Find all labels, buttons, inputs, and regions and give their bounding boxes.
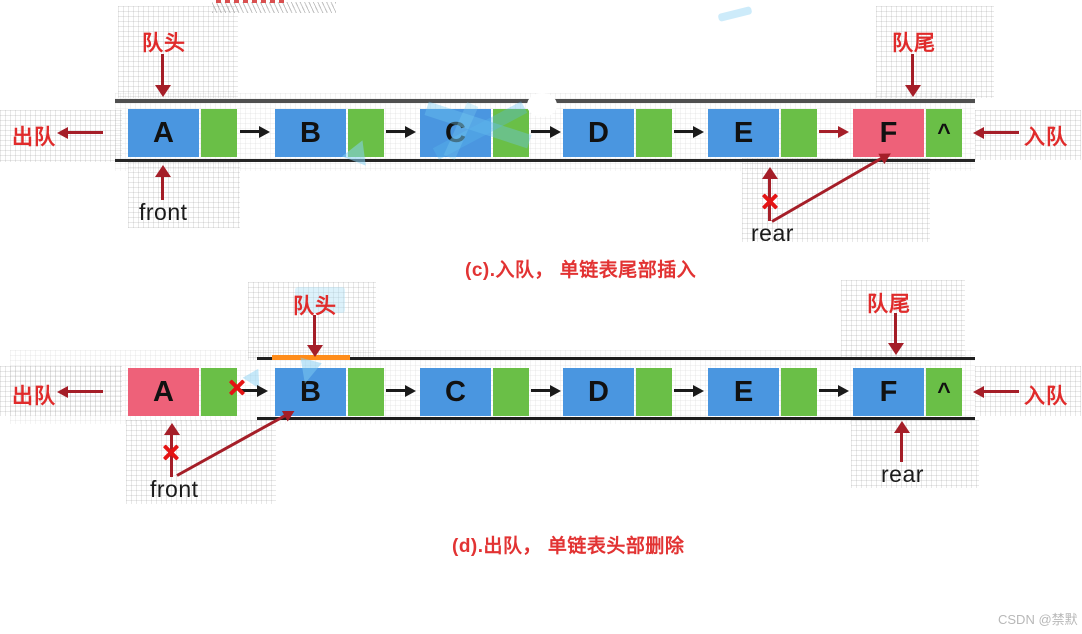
grid-texture [118,6,238,98]
enqueue-arrow [983,131,1019,134]
new-link-arrow-e-f [819,130,839,133]
grid-texture [975,110,1081,160]
node-e: E [708,109,817,157]
link-arrow-b-c [386,389,406,392]
node-d: D [563,109,672,157]
node-value-cell: B [275,368,346,416]
clipped-caption-remnant [212,2,336,13]
link-arrow-d-e [674,130,694,133]
rear-pointer-arrow [900,432,903,462]
highlight-orange-line [272,355,350,360]
rear-label: rear [881,461,924,487]
enqueue-label: 入队 [1024,385,1068,408]
dequeue-label: 出队 [12,385,56,408]
node-pointer-cell: ^ [926,368,962,416]
grid-texture [876,6,994,98]
node-value-cell: E [708,109,779,157]
node-pointer-cell [781,368,817,416]
queue-head-label: 队头 [142,32,186,55]
front-label: front [150,476,199,502]
enqueue-label: 入队 [1024,126,1068,149]
highlight-scribble [295,287,345,313]
node-value-cell: C [420,368,491,416]
grid-texture [851,420,979,488]
queue-bottom-rail [115,159,975,162]
queue-bottom-rail [257,417,975,420]
severed-link-arrow-a-b [240,389,258,392]
node-f: F ^ [853,368,962,416]
dequeue-arrow [67,390,103,393]
dequeue-label: 出队 [12,126,56,149]
node-pointer-cell [201,109,237,157]
link-arrow-d-e [674,389,694,392]
highlight-scribble [717,6,753,22]
node-pointer-cell: ^ [926,109,962,157]
node-pointer-cell [781,109,817,157]
link-arrow-c-d [531,389,551,392]
queue-tail-label: 队尾 [892,32,936,55]
front-pointer-arrow [161,176,164,200]
diagram-d-caption: (d).出队， 单链表头部删除 [452,536,685,557]
x-mark-icon [162,443,178,462]
queue-tail-label: 队尾 [867,293,911,316]
queue-head-arrow [313,315,316,346]
node-value-cell: B [275,109,346,157]
node-value-cell: A [128,109,199,157]
node-pointer-cell [636,109,672,157]
node-value-cell: D [563,368,634,416]
watermark: CSDN @禁默 [998,612,1078,627]
link-arrow-a-b [240,130,260,133]
node-pointer-cell [636,368,672,416]
clipped-caption-remnant [216,0,286,3]
dequeue-arrow [67,131,103,134]
node-pointer-cell [348,109,384,157]
link-arrow-c-d [531,130,551,133]
node-a: A [128,109,237,157]
node-value-cell: F [853,368,924,416]
link-arrow-b-c [386,130,406,133]
node-c: C [420,368,529,416]
node-d: D [563,368,672,416]
node-f-new: F ^ [853,109,962,157]
node-pointer-cell [493,368,529,416]
node-pointer-cell [493,109,529,157]
queue-tail-arrow [911,54,914,86]
queue-top-rail [257,357,975,360]
node-b: B [275,368,384,416]
node-c: C [420,109,529,157]
diagram-c-caption: (c).入队， 单链表尾部插入 [465,260,697,281]
enqueue-arrow [983,390,1019,393]
grid-texture [128,162,240,228]
x-mark-icon [761,192,777,211]
x-mark-icon [228,378,244,397]
queue-head-arrow [161,54,164,86]
rear-label: rear [751,220,794,246]
queue-head-label: 队头 [293,295,337,318]
node-a-removed: A [128,368,237,416]
node-e: E [708,368,817,416]
node-value-cell: A [128,368,199,416]
node-b: B [275,109,384,157]
node-value-cell: E [708,368,779,416]
link-arrow-e-f [819,389,839,392]
node-value-cell: C [420,109,491,157]
node-pointer-cell [348,368,384,416]
node-value-cell: D [563,109,634,157]
queue-tail-arrow [894,313,897,344]
white-smudge [527,93,557,117]
front-label: front [139,199,188,225]
